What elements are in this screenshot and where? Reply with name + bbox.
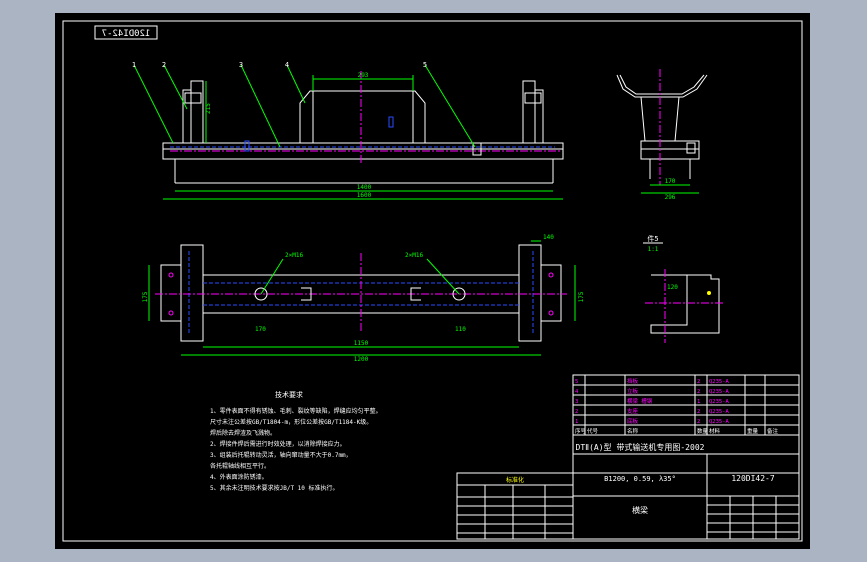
title-part-name: 横梁 [632, 505, 648, 515]
dim-plan-total: 1200 [354, 356, 369, 363]
dim-side-width: 296 [665, 194, 676, 201]
title-block: DTⅡ(A)型 带式输送机专用图-2002 B1200, 0.59, λ35° … [456, 434, 800, 540]
sign-grid [457, 485, 799, 539]
dim-plan-left: 170 [255, 326, 266, 333]
tech-line: 3、组装后托辊转动灵活，轴向窜动量不大于0.7mm， [210, 451, 352, 459]
bom-cell: 4 [575, 389, 579, 395]
bom-cell: 底板 [627, 417, 639, 425]
bom-header-cell: 数量 [697, 427, 709, 435]
balloon-5: 5 [423, 61, 427, 69]
drawing-border [62, 20, 803, 542]
tech-line: 尺寸未注公差按GB/T1804-m，形位公差按GB/T1184-K级。 [210, 418, 372, 426]
dim-plan-right: 175 [578, 291, 585, 302]
detail-scale: 1:1 [648, 246, 659, 253]
drawing-sheet: 120DI42-7 [55, 13, 810, 549]
balloon-4: 4 [285, 61, 289, 69]
dim-side-inner: 170 [665, 178, 676, 185]
tech-line: 焊后除去焊渣及飞溅物。 [210, 429, 276, 437]
bom-cell: 支座 [627, 407, 639, 415]
bom-header-cell: 名称 [627, 427, 639, 435]
bom-cell: Q235-A [709, 399, 730, 405]
bom-header-cell: 代号 [587, 427, 599, 435]
balloons: 1 2 3 4 5 [132, 61, 427, 69]
title-spec: B1200, 0.59, λ35° [604, 475, 676, 483]
dim-plan-height: 175 [142, 291, 149, 302]
bom-cell: Q235-A [709, 389, 730, 395]
dim-bolt-right: 2×M16 [405, 252, 423, 259]
bom-cell: Q235-A [709, 419, 730, 425]
tech-line: 2、焊接件焊后需进行时效处理，以消除焊接应力。 [210, 440, 346, 448]
dim-total: 1600 [357, 192, 372, 199]
bom-header-cell: 序号 [575, 427, 587, 435]
dim-bolt-left: 2×M16 [285, 252, 303, 259]
dim-top-height: 215 [205, 103, 212, 114]
stamp-code: 120DI42-7 [102, 29, 151, 39]
bom-cell: 挡板 [627, 377, 639, 385]
bom-cell: 2 [697, 379, 700, 385]
bom-cell: 1 [697, 399, 700, 405]
title-drawing-no: 120DI42-7 [731, 474, 775, 483]
balloon-1: 1 [132, 61, 136, 69]
bom-cell: Q235-A [709, 379, 730, 385]
tech-line: 5、其余未注明技术要求按JB/T 10 标准执行。 [210, 484, 339, 492]
bom-header-cell: 材料 [709, 427, 721, 435]
bom-cell: 2 [697, 409, 700, 415]
dim-overall: 1400 [357, 184, 372, 191]
bom-cell: 1 [575, 419, 578, 425]
bom-cell: 2 [697, 389, 700, 395]
detail-view: 件5 1:1 120 [643, 234, 725, 343]
side-view: 170 296 [616, 69, 708, 201]
technical-notes: 技术要求 1、零件表面不得有锈蚀、毛刺、裂纹等缺陷，焊缝应均匀平整。 尺寸未注公… [210, 390, 382, 492]
dim-plan-offset: 140 [543, 234, 554, 241]
title-product: DTⅡ(A)型 带式输送机专用图-2002 [576, 442, 705, 452]
balloon-3: 3 [239, 61, 243, 69]
dim-detail-w: 120 [667, 284, 678, 291]
bom-header-cell: 备注 [767, 427, 779, 435]
bom-header-cell: 重量 [747, 427, 759, 435]
bom-cell: 3 [575, 399, 578, 405]
tech-line: 各托辊轴线相互平行。 [210, 462, 270, 470]
bom-cell: 2 [575, 409, 578, 415]
bom-cell: 立板 [627, 387, 639, 395]
bom-cell: 2 [697, 419, 700, 425]
dim-plan-hole: 110 [455, 326, 466, 333]
tech-title: 技术要求 [275, 390, 303, 399]
dim-top-span: 293 [358, 72, 369, 79]
tech-line: 4、外表面涂防锈漆。 [210, 473, 268, 481]
bom-cell: 5 [575, 379, 578, 385]
company-box: 标准化 [506, 476, 524, 484]
front-view: 293 215 1400 1600 1 2 3 4 5 [132, 61, 564, 200]
tech-line: 1、零件表面不得有锈蚀、毛刺、裂纹等缺陷，焊缝应均匀平整。 [210, 407, 382, 415]
dim-plan-length: 1150 [354, 340, 369, 347]
bom-cell: Q235-A [709, 409, 730, 415]
detail-label: 件5 [647, 234, 658, 243]
plan-view: 1150 1200 175 175 2×M16 2×M16 170 110 14… [142, 234, 585, 363]
bom-cell: 横梁 槽钢 [627, 397, 653, 405]
stamp-box: 120DI42-7 [94, 25, 158, 40]
balloon-2: 2 [162, 61, 166, 69]
cad-drawing: 120DI42-7 [62, 20, 803, 542]
tech-lines: 1、零件表面不得有锈蚀、毛刺、裂纹等缺陷，焊缝应均匀平整。 尺寸未注公差按GB/… [210, 407, 382, 492]
